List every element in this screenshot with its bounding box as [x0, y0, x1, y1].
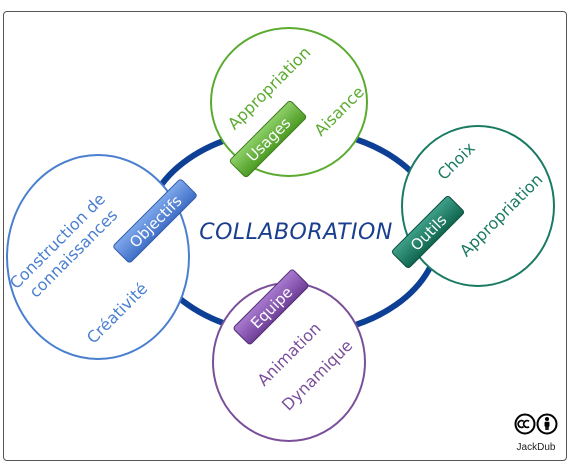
outils-circle: [401, 125, 555, 287]
by-person-icon: [536, 413, 558, 435]
cc-icon: [514, 413, 536, 435]
license-author: JackDub: [516, 442, 556, 453]
license-icons: [514, 413, 558, 435]
objectifs-circle: [6, 154, 190, 360]
center-label: COLLABORATION: [199, 220, 393, 245]
license-badge: JackDub: [511, 413, 561, 453]
